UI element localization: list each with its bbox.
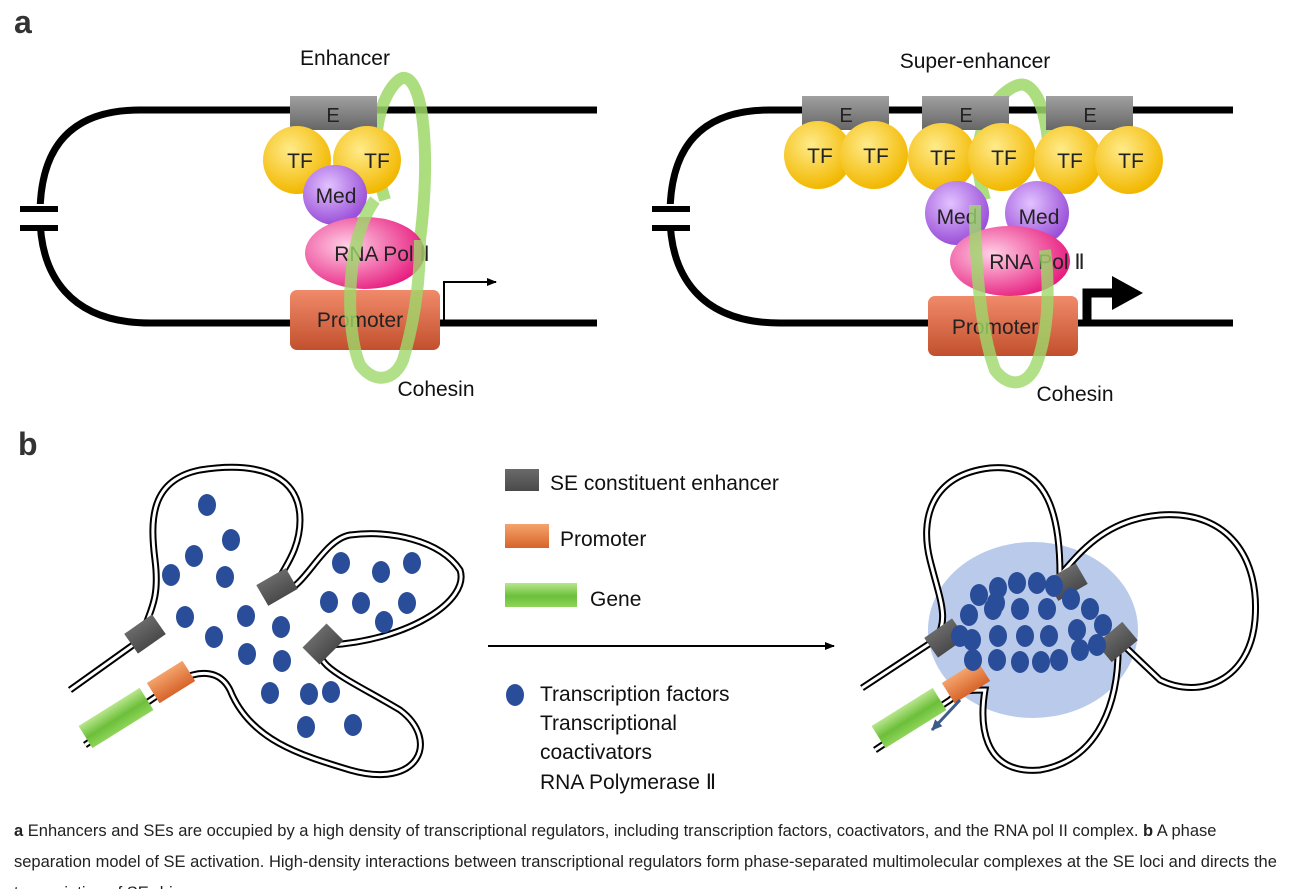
legend-gene-swatch [505, 583, 577, 607]
legend-factor-label: RNA Polymerase Ⅱ [540, 771, 716, 794]
panel-b-label: b [18, 426, 38, 462]
legend-factor-dot [506, 684, 524, 706]
tss-arrow [443, 278, 497, 323]
legend-promoter-swatch [505, 524, 549, 548]
promoter-box [290, 290, 440, 350]
tf-circle [1095, 126, 1163, 194]
tf-label: TF [991, 147, 1017, 170]
tf-label: TF [1057, 150, 1083, 173]
super-enhancer-title: Super-enhancer [900, 50, 1051, 73]
legend-factor-label: Transcription factors [540, 683, 729, 706]
legend-factor-label: coactivators [540, 741, 652, 764]
enhancer-box [1046, 96, 1133, 130]
figure: a Enhancer E TF TF Med RNA Pol Ⅱ Promote… [14, 4, 1260, 794]
condensate-state-diagram [860, 464, 1260, 774]
gene-box [78, 687, 154, 749]
med-label: Med [1019, 206, 1060, 229]
enhancer-box-label: E [326, 105, 339, 127]
legend-enhancer-label: SE constituent enhancer [550, 472, 779, 495]
tss-arrow [1082, 288, 1120, 323]
tf-label: TF [1118, 150, 1144, 173]
caption-b-label: b [1143, 822, 1154, 840]
legend-promoter-label: Promoter [560, 528, 646, 551]
dispersed-state-diagram [67, 463, 465, 779]
tf-circle [1034, 126, 1102, 194]
chromatin-loop [67, 463, 465, 779]
promoter-box [941, 660, 991, 704]
factor-dots [951, 572, 1112, 673]
med-label: Med [316, 185, 357, 208]
enhancer-box-label: E [959, 105, 972, 127]
enhancer-title: Enhancer [300, 47, 390, 70]
med-blob [303, 165, 367, 225]
legend: SE constituent enhancer Promoter Gene Tr… [505, 469, 779, 794]
figure-caption: a Enhancers and SEs are occupied by a hi… [14, 816, 1296, 889]
med-label: Med [937, 206, 978, 229]
tf-circle [908, 123, 976, 191]
panel-a-label: a [14, 4, 32, 40]
tss-arrowhead [1112, 276, 1143, 310]
enhancer-box [1096, 621, 1138, 663]
factor-dots [162, 494, 421, 738]
cohesin-ring-front [344, 196, 426, 384]
enhancer-box [302, 623, 344, 665]
tf-label: TF [807, 145, 833, 168]
caption-a-label: a [14, 822, 24, 840]
gene-box [871, 687, 947, 749]
legend-factor-label: Transcriptional [540, 712, 677, 735]
tf-label: TF [863, 145, 889, 168]
caption-a-text: Enhancers and SEs are occupied by a high… [23, 822, 1144, 840]
chromatin-loop-inner [69, 465, 463, 777]
rna-pol-label: RNA Pol Ⅱ [989, 251, 1085, 274]
enhancer-box [290, 96, 377, 130]
tf-circle [840, 121, 908, 189]
chromatin-loop-inner [861, 466, 1258, 772]
promoter-box [146, 660, 196, 704]
enhancer-box [256, 568, 298, 606]
tf-circle [784, 121, 852, 189]
caption-b-text: A phase separation model of SE activatio… [14, 822, 1277, 889]
tf-label: TF [364, 150, 390, 173]
cohesin-label: Cohesin [1036, 383, 1113, 406]
enhancer-box-label: E [839, 105, 852, 127]
legend-gene-label: Gene [590, 588, 641, 611]
legend-enhancer-swatch [505, 469, 539, 491]
cohesin-label: Cohesin [397, 378, 474, 401]
promoter-label: Promoter [952, 316, 1038, 339]
enhancer-diagram: Enhancer E TF TF Med RNA Pol Ⅱ Promoter … [20, 47, 597, 401]
rna-pol-blob [305, 217, 425, 289]
cohesin-ring-front [969, 204, 1054, 389]
transcription-arrow [930, 698, 962, 732]
tf-label: TF [287, 150, 313, 173]
promoter-label: Promoter [317, 309, 403, 332]
super-enhancer-diagram: Super-enhancer E E E TF TF TF TF TF TF M… [652, 50, 1233, 406]
tf-label: TF [930, 147, 956, 170]
tf-circle [968, 123, 1036, 191]
enhancer-box-label: E [1083, 105, 1096, 127]
enhancer-box [124, 614, 166, 654]
